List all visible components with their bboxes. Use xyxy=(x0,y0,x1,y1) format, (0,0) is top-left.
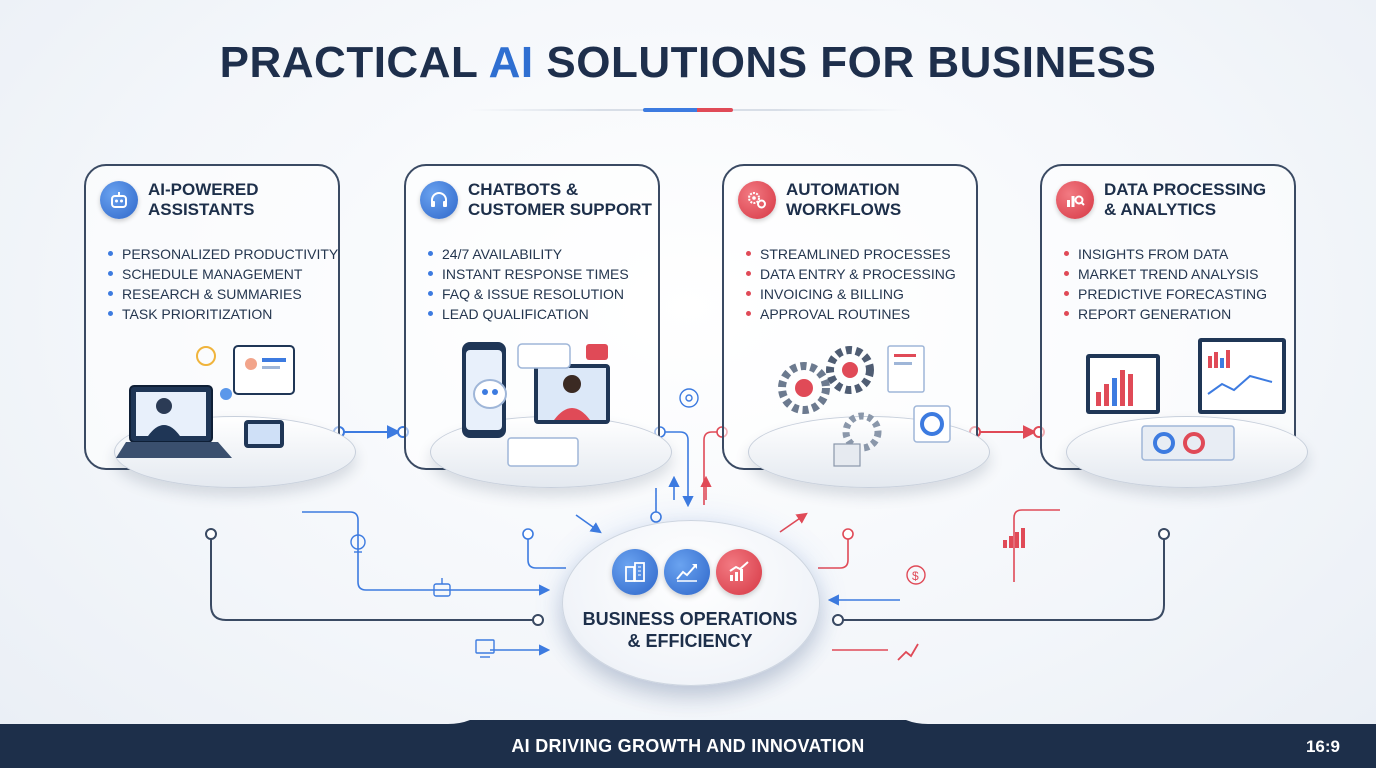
link-card4-hub xyxy=(827,528,1170,626)
link-card3-card4 xyxy=(969,425,1045,439)
svg-text:$: $ xyxy=(912,569,919,583)
list-item: APPROVAL ROUTINES xyxy=(744,304,956,324)
growth-chart-icon xyxy=(664,549,710,595)
list-item: DATA ENTRY & PROCESSING xyxy=(744,264,956,284)
hub-label-line1: BUSINESS OPERATIONS xyxy=(582,609,798,629)
analytics-dashboard-illustration xyxy=(1086,338,1286,461)
bars-small-icon xyxy=(1003,528,1025,548)
gears-icon xyxy=(738,181,776,219)
laptop-assistant-illustration xyxy=(116,345,295,458)
list-item: PERSONALIZED PRODUCTIVITY xyxy=(106,244,338,264)
trend-up-icon xyxy=(716,549,762,595)
feature-list: STREAMLINED PROCESSES DATA ENTRY & PROCE… xyxy=(744,244,956,324)
footer-bar xyxy=(0,720,1376,768)
card-data-analytics: DATA PROCESSING& ANALYTICS INSIGHTS FROM… xyxy=(1040,164,1308,488)
feature-list: 24/7 AVAILABILITY INSTANT RESPONSE TIMES… xyxy=(426,244,629,324)
gear-small-icon xyxy=(679,388,699,408)
monitor-small-icon xyxy=(475,639,495,658)
list-item: REPORT GENERATION xyxy=(1062,304,1267,324)
card-title: CHATBOTS &CUSTOMER SUPPORT xyxy=(468,180,652,219)
dollar-cycle-small-icon: $ xyxy=(906,565,926,585)
trend-small-icon xyxy=(897,643,919,661)
title-accent: AI xyxy=(488,38,534,87)
list-item: INVOICING & BILLING xyxy=(744,284,956,304)
card-header: DATA PROCESSING& ANALYTICS xyxy=(1056,180,1266,220)
feature-list: INSIGHTS FROM DATA MARKET TREND ANALYSIS… xyxy=(1062,244,1267,324)
list-item: RESEARCH & SUMMARIES xyxy=(106,284,338,304)
robot-icon xyxy=(100,181,138,219)
list-item: SCHEDULE MANAGEMENT xyxy=(106,264,338,284)
page-title: PRACTICAL AI SOLUTIONS FOR BUSINESS xyxy=(0,38,1376,88)
title-underline xyxy=(643,108,733,112)
headset-icon xyxy=(420,181,458,219)
list-item: 24/7 AVAILABILITY xyxy=(426,244,629,264)
list-item: INSIGHTS FROM DATA xyxy=(1062,244,1267,264)
hub-label-line2: & EFFICIENCY xyxy=(627,631,753,651)
list-item: FAQ & ISSUE RESOLUTION xyxy=(426,284,629,304)
buildings-icon xyxy=(612,549,658,595)
title-prefix: PRACTICAL xyxy=(219,38,489,87)
link-card1-card2 xyxy=(333,425,409,439)
list-item: TASK PRIORITIZATION xyxy=(106,304,338,324)
card-header: CHATBOTS &CUSTOMER SUPPORT xyxy=(420,180,652,220)
list-item: PREDICTIVE FORECASTING xyxy=(1062,284,1267,304)
link-card1-hub-inner xyxy=(302,511,551,596)
title-suffix: SOLUTIONS FOR BUSINESS xyxy=(533,38,1157,87)
robot-small-icon xyxy=(433,578,451,597)
list-item: MARKET TREND ANALYSIS xyxy=(1062,264,1267,284)
bulb-small-icon xyxy=(350,534,366,553)
list-item: INSTANT RESPONSE TIMES xyxy=(426,264,629,284)
hub-business-operations xyxy=(562,520,820,686)
list-item: STREAMLINED PROCESSES xyxy=(744,244,956,264)
chatbot-illustration xyxy=(462,342,610,467)
feature-list: PERSONALIZED PRODUCTIVITY SCHEDULE MANAG… xyxy=(106,244,338,324)
footer-aspect-ratio: 16:9 xyxy=(1305,737,1340,756)
card-title: DATA PROCESSING& ANALYTICS xyxy=(1104,180,1267,219)
automation-gears-illustration xyxy=(778,345,951,467)
link-card1-hub xyxy=(205,528,544,626)
bar-chart-search-icon xyxy=(1056,181,1094,219)
hub-label: BUSINESS OPERATIONS & EFFICIENCY xyxy=(562,608,818,652)
card-chatbots-support: CHATBOTS &CUSTOMER SUPPORT 24/7 AVAILABI… xyxy=(404,164,672,488)
hub-icon-row xyxy=(612,549,762,595)
footer-tagline: AI DRIVING GROWTH AND INNOVATION xyxy=(511,736,865,756)
list-item: LEAD QUALIFICATION xyxy=(426,304,629,324)
